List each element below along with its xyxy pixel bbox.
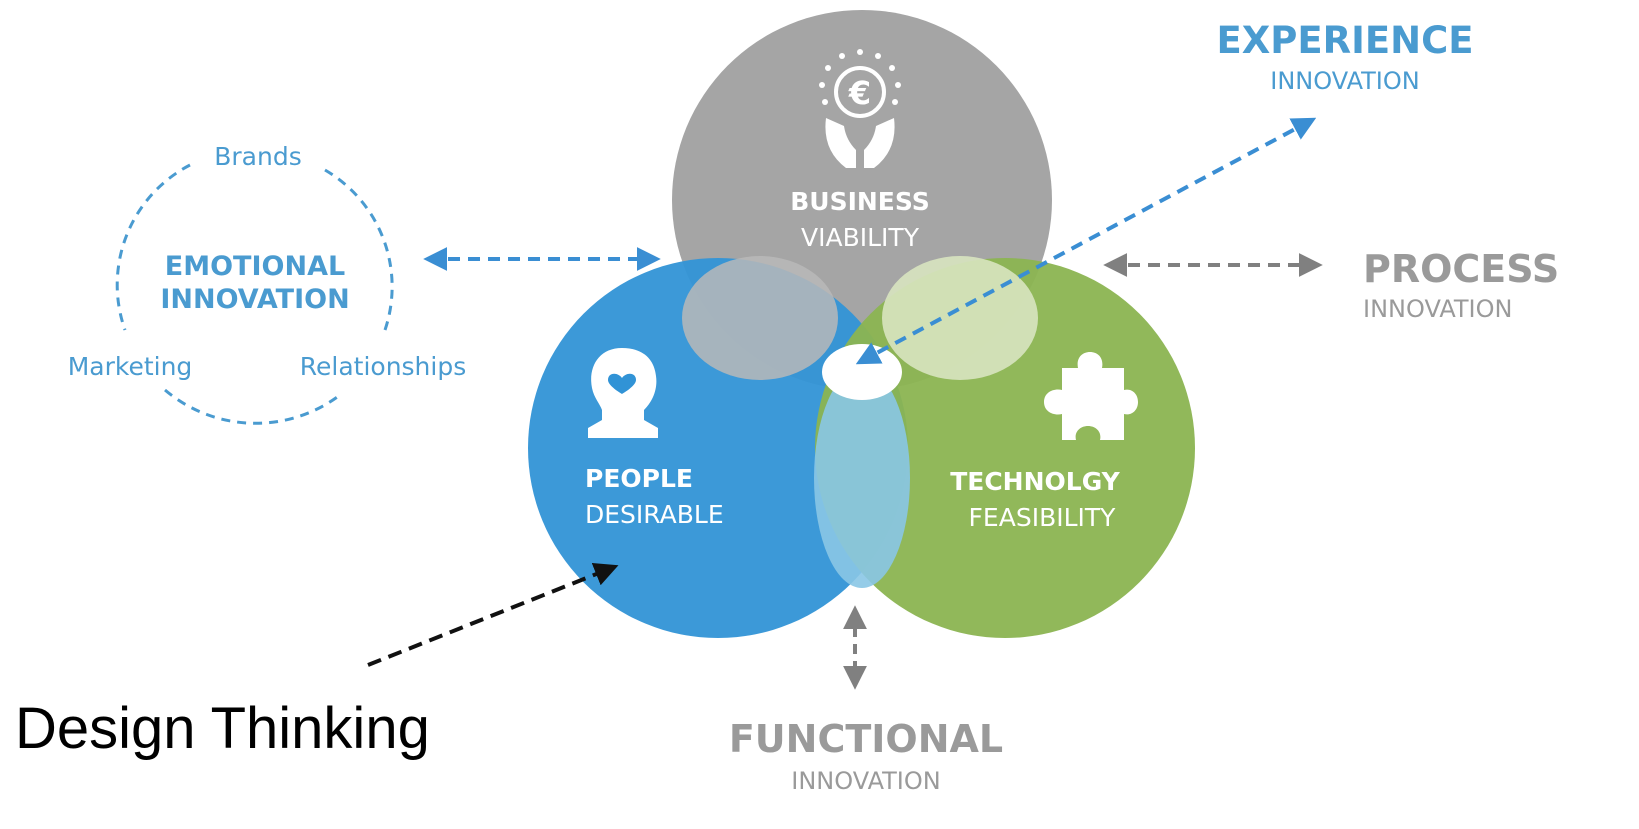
process-title: PROCESS xyxy=(1363,247,1559,291)
design-thinking-label: Design Thinking xyxy=(15,696,430,761)
emotional-title-line1: EMOTIONAL xyxy=(165,251,345,282)
process-subtitle: INNOVATION xyxy=(1363,295,1512,323)
experience-subtitle: INNOVATION xyxy=(1270,67,1419,95)
overlap-business-technology-region xyxy=(882,256,1038,380)
center-overlap-region xyxy=(822,344,902,400)
overlap-business-people-region xyxy=(682,256,838,380)
business-label-line1: BUSINESS xyxy=(790,187,930,216)
technology-label-line2: FEASIBILITY xyxy=(969,503,1117,532)
cycle-arc-top-left xyxy=(115,163,191,331)
puzzle-piece-icon xyxy=(1044,352,1138,440)
sun-rays xyxy=(819,49,901,105)
cycle-arc-top-right xyxy=(324,168,394,331)
business-label-line2: VIABILITY xyxy=(801,223,920,252)
people-label-line1: PEOPLE xyxy=(585,464,693,493)
brands-label: Brands xyxy=(214,142,302,171)
overlap-people-technology-region xyxy=(814,368,910,588)
functional-subtitle: INNOVATION xyxy=(791,767,940,795)
experience-arrow xyxy=(855,117,1317,365)
emotional-innovation-cycle: Brands EMOTIONAL INNOVATION Marketing Re… xyxy=(68,142,467,425)
functional-title: FUNCTIONAL xyxy=(729,717,1003,761)
technology-label-line1: TECHNOLGY xyxy=(950,467,1120,496)
emotional-title-line2: INNOVATION xyxy=(160,284,349,315)
svg-text:€: € xyxy=(848,74,871,112)
experience-title: EXPERIENCE xyxy=(1216,19,1473,62)
relationships-label: Relationships xyxy=(300,352,467,381)
marketing-label: Marketing xyxy=(68,352,193,381)
head-heart-icon xyxy=(588,348,658,438)
cycle-arc-bottom xyxy=(164,388,341,425)
people-label-line2: DESIRABLE xyxy=(585,500,724,529)
design-thinking-arrow xyxy=(367,562,619,667)
